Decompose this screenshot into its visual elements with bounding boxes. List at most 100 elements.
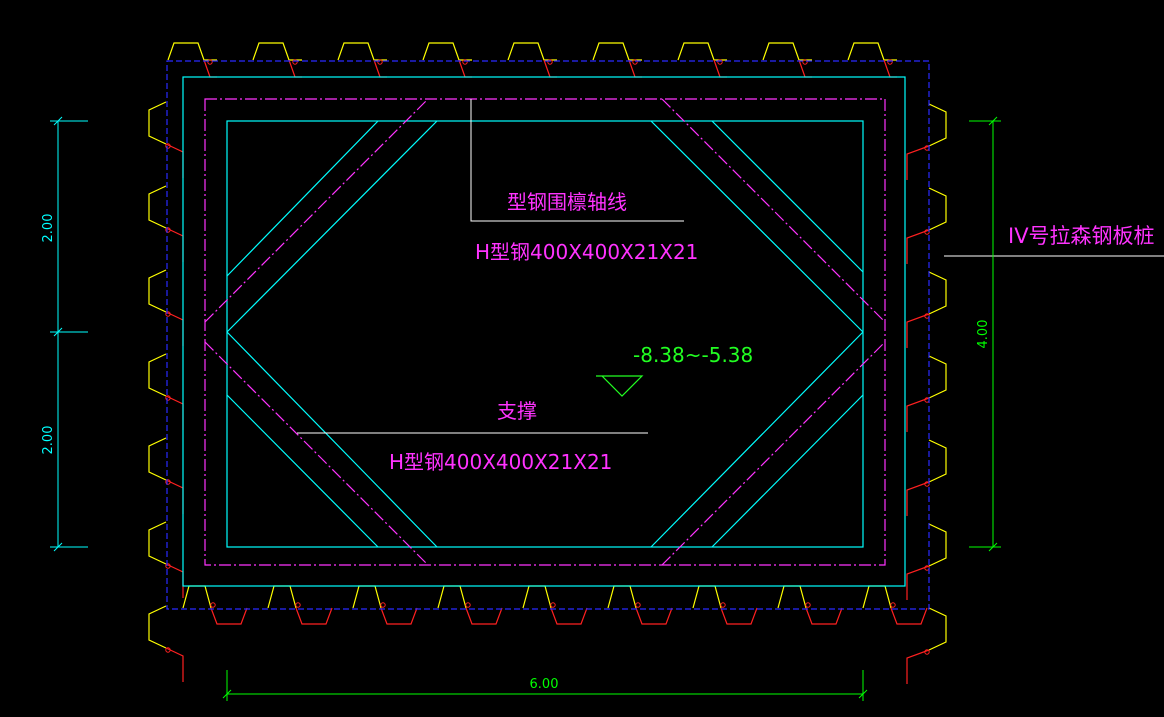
- sheet-pile-red-segment: [550, 607, 588, 625]
- sheet-pile-yellow-segment: [862, 585, 892, 609]
- pile-interlock: [165, 647, 171, 653]
- sheet-pile-red-segment: [713, 59, 727, 78]
- sheet-pile-yellow-segment: [607, 585, 637, 609]
- sheet-pile-red-segment: [295, 607, 333, 625]
- sheet-pile-red-segment: [635, 607, 673, 625]
- pile-interlock: [887, 59, 893, 65]
- pile-interlock: [635, 602, 641, 608]
- pile-interlock: [165, 395, 171, 401]
- sheet-pile-red-segment: [906, 481, 930, 516]
- sheet-pile-yellow-segment: [928, 271, 947, 315]
- brace-spec-label: H型钢400X400X21X21: [389, 450, 612, 474]
- sheet-pile-yellow-segment: [928, 523, 947, 567]
- sheet-pile-bottom-row: [182, 585, 928, 625]
- sheet-pile-red-segment: [805, 607, 843, 625]
- sheet-pile-yellow-segment: [928, 439, 947, 483]
- sheet-pile-yellow-segment: [422, 42, 472, 61]
- sheet-pile-yellow-segment: [148, 605, 167, 649]
- sheet-pile-yellow-segment: [148, 185, 167, 229]
- sheet-pile-yellow-segment: [777, 585, 807, 609]
- right-dimension: [969, 116, 1001, 552]
- sheet-pile-red-segment: [165, 311, 184, 346]
- waling-inner-edge: [226, 120, 864, 548]
- sheet-pile-red-segment: [465, 607, 503, 625]
- sheet-pile-top-row: [167, 42, 897, 78]
- waling-spec-label: H型钢400X400X21X21: [475, 240, 698, 264]
- sheet-pile-yellow-segment: [437, 585, 467, 609]
- sheet-pile-yellow-segment: [522, 585, 552, 609]
- corner-brace-top-left: [204, 98, 438, 333]
- sheet-pile-yellow-segment: [148, 269, 167, 313]
- sheet-pile-yellow-segment: [592, 42, 642, 61]
- sheet-pile-yellow-segment: [148, 437, 167, 481]
- pile-interlock: [717, 59, 723, 65]
- pile-interlock: [890, 602, 896, 608]
- pile-interlock: [165, 311, 171, 317]
- sheet-pile-red-segment: [890, 607, 928, 625]
- sheet-pile-red-segment: [165, 479, 184, 514]
- sheet-pile-yellow-segment: [928, 355, 947, 399]
- pile-interlock: [462, 59, 468, 65]
- pile-interlock: [465, 602, 471, 608]
- right-dimension-value: 4.00: [976, 320, 991, 349]
- pile-interlock: [632, 59, 638, 65]
- sheet-pile-centerline: [166, 60, 930, 610]
- pile-interlock: [720, 602, 726, 608]
- corner-brace-bottom-right: [650, 331, 886, 566]
- pile-interlock: [805, 602, 811, 608]
- waling-axis-leader: [470, 99, 684, 222]
- sheet-pile-red-segment: [906, 649, 930, 684]
- corner-brace-bottom-left: [204, 331, 438, 566]
- sheet-pile-red-segment: [165, 647, 184, 682]
- sheet-pile-yellow-segment: [148, 353, 167, 397]
- sheet-pile-left-column: [148, 101, 184, 682]
- pile-interlock: [377, 59, 383, 65]
- sheet-pile-red-segment: [883, 59, 897, 78]
- sheet-pile-yellow-segment: [928, 187, 947, 231]
- sheet-pile-right-column: [906, 103, 947, 684]
- left-dimension-lower-value: 2.00: [41, 426, 56, 455]
- sheet-pile-yellow-segment: [762, 42, 812, 61]
- pile-interlock: [165, 479, 171, 485]
- pile-interlock: [802, 59, 808, 65]
- sheet-pile-red-segment: [458, 59, 472, 78]
- sheet-pile-red-segment: [165, 227, 184, 262]
- sheet-pile-yellow-segment: [928, 103, 947, 147]
- left-dimension: [50, 116, 88, 552]
- sheet-pile-red-segment: [906, 565, 930, 600]
- pile-interlock: [924, 649, 930, 655]
- sheet-pile-red-segment: [798, 59, 812, 78]
- sheet-pile-yellow-segment: [692, 585, 722, 609]
- elevation-label: -8.38~-5.38: [633, 343, 753, 367]
- pile-interlock: [165, 563, 171, 569]
- elevation-marker: [596, 375, 644, 397]
- left-dimension-upper-value: 2.00: [41, 214, 56, 243]
- bottom-dimension: [222, 670, 868, 701]
- waling-outer-edge: [182, 76, 906, 587]
- bottom-dimension-value: 6.00: [530, 677, 559, 692]
- sheet-pile-yellow-segment: [847, 42, 897, 61]
- sheet-pile-red-segment: [165, 143, 184, 178]
- waling-axis-line: [204, 98, 886, 566]
- waling-axis-label: 型钢围檩轴线: [507, 190, 627, 214]
- brace-label: 支撑: [497, 399, 537, 423]
- pile-interlock: [292, 59, 298, 65]
- pile-interlock: [550, 602, 556, 608]
- sheet-pile-red-segment: [628, 59, 642, 78]
- corner-brace-top-right: [650, 98, 886, 333]
- sheet-pile-red-segment: [380, 607, 418, 625]
- sheet-pile-red-segment: [373, 59, 387, 78]
- sheet-pile-red-segment: [210, 607, 248, 625]
- sheet-pile-yellow-segment: [337, 42, 387, 61]
- pile-interlock: [380, 602, 386, 608]
- sheet-pile-red-segment: [543, 59, 557, 78]
- sheet-pile-yellow-segment: [252, 42, 302, 61]
- sheet-pile-yellow-segment: [928, 607, 947, 651]
- pile-interlock: [165, 227, 171, 233]
- pile-interlock: [165, 143, 171, 149]
- sheet-pile-yellow-segment: [677, 42, 727, 61]
- sheet-pile-red-segment: [165, 563, 184, 598]
- pile-interlock: [207, 59, 213, 65]
- sheet-pile-yellow-segment: [352, 585, 382, 609]
